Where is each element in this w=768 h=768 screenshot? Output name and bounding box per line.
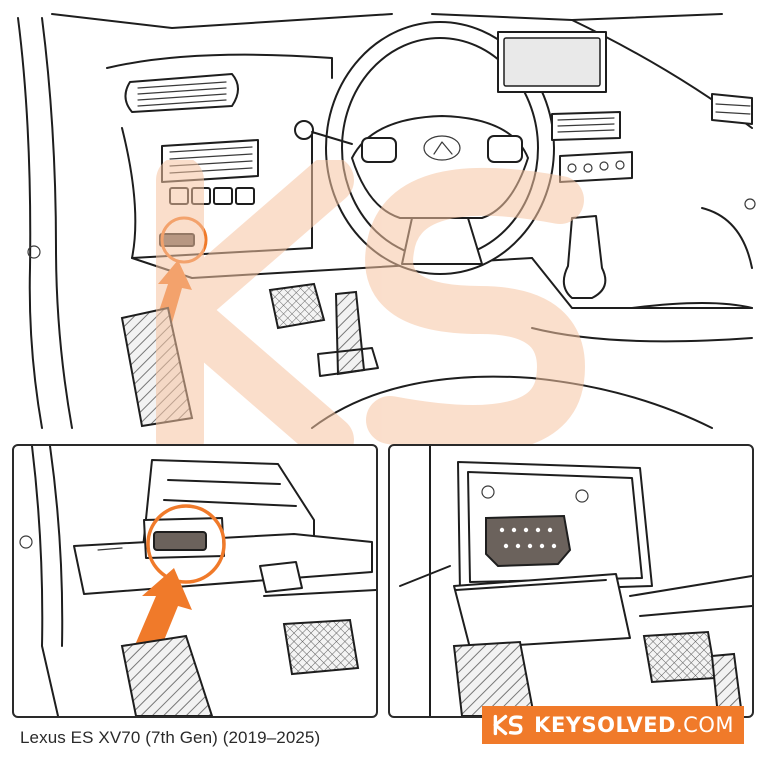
obd-location-closeup — [19, 446, 376, 716]
keysolved-logo-icon — [493, 714, 523, 736]
lexus-logo-icon — [423, 135, 461, 161]
brand-name: KEYSOLVED — [534, 713, 676, 737]
dashboard-drawing — [17, 13, 756, 429]
obd-port-closeup — [399, 446, 752, 716]
main-illustration — [12, 8, 756, 436]
inset-left-closeup — [12, 444, 378, 718]
brand-domain: .COM — [676, 713, 734, 737]
highlight-circle-icon — [146, 504, 226, 584]
inset-right-closeup — [388, 444, 754, 718]
vehicle-caption: Lexus ES XV70 (7th Gen) (2019–2025) — [20, 728, 321, 747]
arrow-icon — [132, 568, 192, 660]
keysolved-brand-badge: KEYSOLVED .COM — [482, 706, 744, 744]
